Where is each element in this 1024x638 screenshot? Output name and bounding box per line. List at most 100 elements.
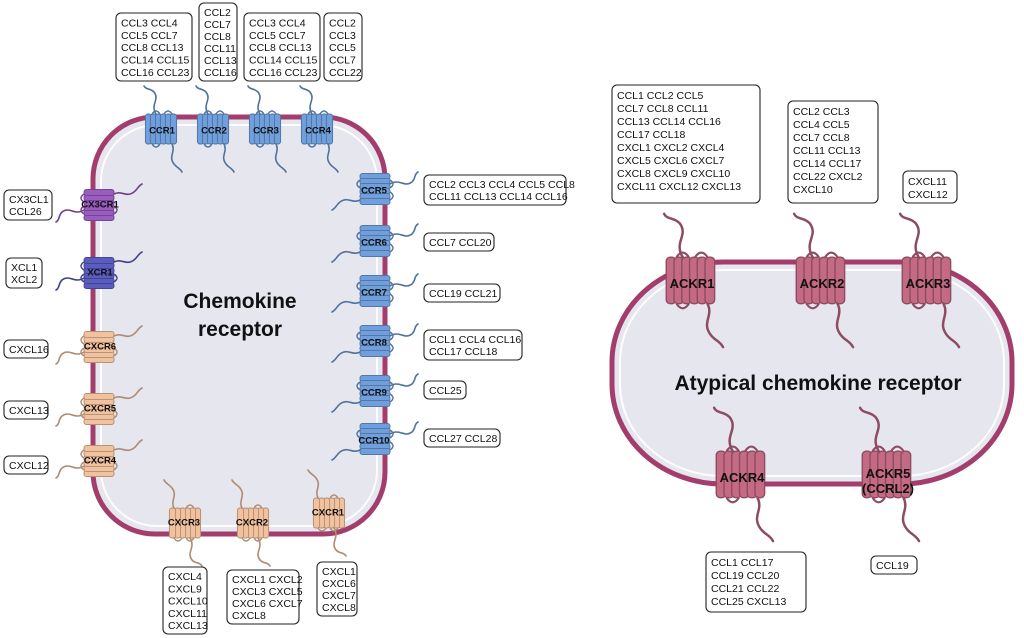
cxcr2-receptor [231,479,271,567]
ccr1-receptor [143,85,183,173]
xcr1-name: XCR1 [87,268,113,279]
ackr1-receptor [662,212,725,349]
ccr9-extracellular-loops [389,381,394,403]
ccr9-n-terminal-tail [389,373,419,387]
cxcr4-receptor [55,439,143,479]
ccr10-ligand-box: CCL27 CCL28 [423,428,501,448]
ccr2-c-terminal-tail [222,143,235,173]
ccr2-ligand-box-frame [198,2,238,82]
ccr5-ligand-line-2: CCL11 CCL13 CCL14 CCL16 [429,191,568,203]
ackr5-extracellular-loops [871,445,905,452]
ackr2-n-terminal-tail [792,212,814,259]
ccr3-intracellular-loop [255,143,265,148]
ackr1-ligand-line-4: CCL17 CCL18 [617,129,685,141]
cxcr1-n-terminal-tail [333,527,347,557]
ccr5-extracellular-loops [389,179,394,201]
ccr5-ligand-line-1: CCL2 CCL3 CCL4 CCL5 CCL8 [429,179,575,191]
ackr1-ligand-line-2: CCL7 CCL8 CCL11 [617,103,709,115]
ccr10-extracellular-loops [389,429,394,451]
cx3cr1-c-terminal-tail [113,183,143,196]
ccr6-name: CCR6 [361,238,387,249]
ccr8-ligand-line-2: CCL17 CCL18 [429,346,497,358]
cx3cr1-helix-6 [83,188,115,197]
ccr5-name: CCR5 [361,186,388,197]
ackr3-extracellular-loops [911,251,945,258]
ackr5-receptor [858,406,921,543]
cx3cr1-ligand-box-frame [3,189,53,221]
cxcr2-ligand-line-4: CXCL8 [232,610,266,622]
cxcr2-c-terminal-tail [231,479,244,509]
ccr10-name: CCR10 [358,436,389,447]
ccr4-intracellular-loop [307,143,317,148]
left-title-line1: Chemokine [183,290,296,313]
cxcr2-name: CXCR2 [236,518,268,529]
cxcr4-ligand-line-1: CXCL12 [9,460,49,472]
ccr10-n-terminal-tail [389,421,419,435]
cxcr3-intracellular-loop [185,504,195,509]
ccr3-n-terminal-tail [247,85,261,115]
ackr1-ligand-line-7: CXCL8 CXCL9 CXCL10 [617,168,730,180]
cxcr2-ligand-box-frame [226,569,300,625]
cxcr4-ligand-box-frame [3,455,49,475]
ccr1-ligand-line-2: CCL5 CCL7 [121,30,178,42]
ccr2-name: CCR2 [201,126,227,137]
cxcr6-ligand-box: CXCL16 [3,339,49,359]
ccr6-n-terminal-tail [389,223,419,237]
cxcr5-name: CXCR5 [84,404,117,415]
ccr4-c-terminal-tail [326,143,339,173]
ackr2-ligand-line-5: CCL14 CCL17 [793,158,861,170]
ccr7-name: CCR7 [361,288,387,299]
ccr7-c-terminal-tail [331,300,361,313]
cxcr5-n-terminal-tail [55,413,85,427]
ccr2-ligand-line-6: CCL16 [204,67,237,79]
cxcr5-ligand-box: CXCL13 [3,400,49,420]
ccr4-extracellular-loops [307,110,329,115]
cxcr5-ligand-box-frame [3,400,49,420]
cxcr1-extracellular-loops [317,527,339,532]
ccr9-receptor [331,373,419,413]
ccr4-receptor [299,85,339,173]
ccr9-name: CCR9 [361,388,387,399]
ackr3-c-terminal-tail [941,302,961,349]
cxcr6-name: CXCR6 [84,342,116,353]
cxcr4-name: CXCR4 [84,456,117,467]
ackr2-ligand-line-1: CCL2 CCL3 [793,106,850,118]
ackr4-name: ACKR4 [720,470,766,485]
ccr2-ligand-line-4: CCL11 [204,43,236,55]
cxcr3-ligand-line-2: CXCL9 [168,583,202,595]
ackr4-ligand-line-3: CCL21 CCL22 [711,583,779,595]
ccr2-receptor [195,85,235,173]
ccr1-extracellular-loops [151,110,173,115]
ccr8-receptor [331,323,419,363]
ccr3-ligand-box-frame [243,12,321,82]
ackr3-name: ACKR3 [906,276,951,291]
ccr9-ligand-box: CCL25 [423,380,467,400]
ackr2-c-terminal-tail [835,302,855,349]
ccr10-ligand-line-1: CCL27 CCL28 [429,433,497,445]
cxcr1-intracellular-loop [329,494,339,499]
cxcr3-extracellular-loops [173,537,195,542]
ccr9-c-terminal-tail [331,400,361,413]
ccr7-ligand-line-1: CCL19 CCL21 [429,288,497,300]
ackr3-receptor [898,212,961,349]
ackr3-ligand-line-2: CXCL12 [908,189,948,201]
ccr3-ligand-line-3: CCL8 CCL13 [249,42,312,54]
ackr5-c-terminal-tail [901,496,921,543]
xcr1-receptor [55,251,143,291]
ccr4-ligand-line-1: CCL2 [329,17,356,29]
cxcr2-helix-6 [236,507,245,539]
cxcr3-c-terminal-tail [163,479,176,509]
cxcr5-extracellular-loops [80,397,85,419]
ackr4-ligand-line-2: CCL19 CCL20 [711,570,779,582]
ackr3-ligand-line-1: CXCL11 [908,176,947,188]
xcr1-n-terminal-tail [55,277,85,291]
ccr4-ligand-box-frame [323,12,363,82]
ccr10-receptor [331,421,419,461]
